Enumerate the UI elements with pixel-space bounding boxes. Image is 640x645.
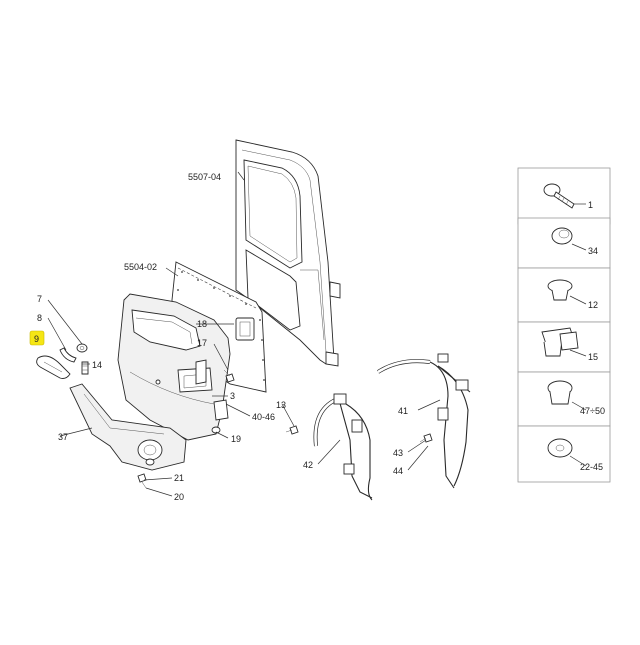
screw-icon	[543, 183, 586, 209]
label-5504-02: 5504-02	[124, 262, 157, 272]
bushing-icon	[551, 227, 587, 251]
window-regulator-left	[313, 393, 373, 501]
callout-43: 43	[393, 448, 403, 458]
callout-20: 20	[174, 492, 184, 502]
callout-40-46: 40-46	[252, 412, 275, 422]
callout-7: 7	[37, 294, 42, 304]
callout-17: 17	[197, 338, 207, 348]
screws	[137, 369, 433, 489]
plug-icon	[547, 279, 587, 305]
labels: 5507-04 5504-02 7 8 9 14 18 17 3 40-46 1…	[34, 172, 605, 502]
callout-41: 41	[398, 406, 408, 416]
callout-19: 19	[231, 434, 241, 444]
clip-icon	[541, 327, 587, 357]
callout-42: 42	[303, 460, 313, 470]
washer-icon	[547, 438, 587, 467]
callout-44: 44	[393, 466, 403, 476]
callout-18: 18	[197, 319, 207, 329]
legend-label-1: 1	[588, 200, 593, 210]
legend-label-47-50: 47÷50	[580, 406, 605, 416]
callout-9-highlight	[29, 330, 45, 346]
legend-label-34: 34	[588, 246, 598, 256]
legend-label-22-45: 22-45	[580, 462, 603, 472]
clip-8	[59, 347, 77, 363]
legend-label-15: 15	[588, 352, 598, 362]
callout-13: 13	[276, 400, 286, 410]
lower-trim-part	[69, 383, 187, 471]
callout-37: 37	[58, 432, 68, 442]
door-trim-panel	[117, 293, 231, 441]
rivet-icon	[547, 380, 587, 411]
legend-box-1	[517, 167, 611, 225]
label-5507-04: 5507-04	[188, 172, 221, 182]
legend-label-12: 12	[588, 300, 598, 310]
callout-3: 3	[230, 391, 235, 401]
callout-14: 14	[92, 360, 102, 370]
callout-9: 9	[34, 334, 39, 344]
callout-8: 8	[37, 313, 42, 323]
bushing-7	[76, 343, 88, 353]
callout-21: 21	[174, 473, 184, 483]
door-frame	[235, 139, 341, 367]
fastener-legend	[517, 167, 611, 483]
leader-lines	[47, 171, 441, 497]
small-parts-left	[36, 343, 89, 379]
window-regulator-right	[376, 353, 471, 489]
